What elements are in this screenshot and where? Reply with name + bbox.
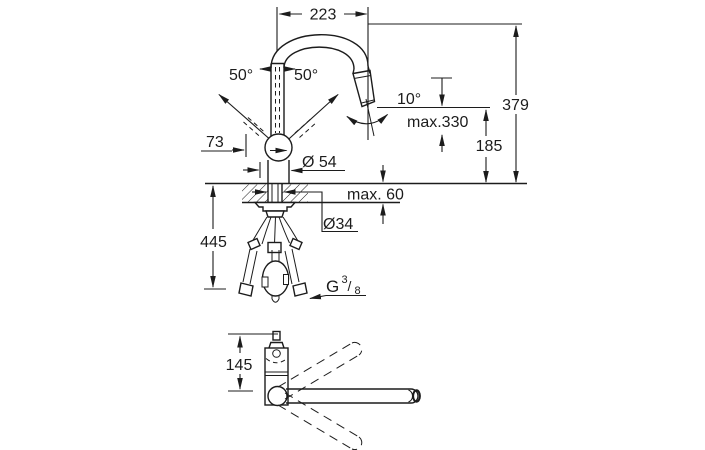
faucet-side-view — [205, 34, 527, 303]
hose-length-label: 445 — [200, 234, 227, 251]
top-view-dimensions: 145 — [226, 335, 253, 392]
deck-thickness-label: max. 60 — [347, 187, 404, 204]
dim-height-label: 379 — [502, 97, 529, 114]
thread-label-g: G — [326, 277, 339, 296]
spout-arc-outer — [270, 34, 369, 69]
hose-fitting-center — [267, 241, 282, 254]
supply-hose-right — [284, 248, 300, 285]
mounting-nut — [265, 210, 285, 218]
body-dia-label: Ø 54 — [302, 154, 337, 171]
dim-outlet-label: 185 — [476, 138, 503, 155]
hose-fitting-right — [289, 237, 303, 251]
lever-ghost-right — [294, 117, 318, 138]
lever-centerlines — [275, 67, 280, 133]
supply-hose-left — [242, 248, 258, 285]
hose-bundle — [251, 216, 299, 245]
lever-handle — [270, 62, 285, 136]
top-lever-tip — [272, 330, 281, 341]
top-spout-arm-endcap — [410, 388, 419, 404]
top-swing-arm-lower — [277, 392, 360, 450]
top-swing-arm-upper — [277, 342, 360, 400]
top-body-dashed-arc — [265, 358, 288, 364]
top-spout-arm — [286, 388, 411, 404]
top-swing-arm-lower-cap — [351, 436, 363, 450]
faucet-body — [267, 160, 290, 183]
top-spout-arm-inner-arc — [408, 389, 413, 403]
spout-arc-inner — [283, 46, 355, 70]
top-body-seam — [265, 371, 288, 376]
side-view-dimensions: 223 379 185 10° max.330 50° 50° 73 Ø 54 — [200, 7, 529, 300]
max-reach-label: max.330 — [407, 114, 468, 131]
swing-line-right — [285, 93, 339, 143]
shank-dia-label: Ø34 — [323, 216, 353, 233]
top-swing-arm-upper-cap — [351, 341, 363, 356]
mounting-flange — [253, 201, 297, 212]
top-dim-label: 145 — [226, 357, 253, 374]
top-spout-pivot — [267, 385, 288, 407]
spray-axis-tilted-line — [365, 98, 375, 137]
connector-nut-right — [292, 282, 308, 297]
spray-head — [352, 69, 376, 108]
top-lever-pivot — [272, 349, 281, 358]
dim-spray-angle-label: 10° — [397, 91, 421, 108]
ball-joint — [264, 133, 293, 162]
counterweight-tab-right — [283, 274, 289, 285]
thread-leader-arrow — [309, 293, 327, 300]
shank-dia-leader — [291, 191, 358, 233]
connector-nut-left — [238, 282, 254, 297]
hose-fitting-left — [247, 237, 261, 251]
thread-label-denominator: 8 — [355, 285, 361, 297]
counterweight-tab-left — [261, 276, 269, 288]
mounting-shank-thread — [271, 184, 279, 202]
faucet-top-view — [228, 330, 421, 450]
top-body-cap — [268, 341, 285, 349]
swing-right-label: 50° — [294, 67, 318, 84]
mounting-shank — [267, 184, 283, 202]
lever-ghost-left — [243, 117, 266, 138]
thread-label-slash: / — [348, 278, 352, 294]
counter-hatch-left — [242, 184, 268, 203]
thread-label-numerator: 3 — [342, 274, 348, 286]
counter-hatch-right — [282, 184, 308, 203]
swing-line-left — [218, 93, 274, 143]
swing-left-label: 50° — [229, 67, 253, 84]
lever-offset-label: 73 — [206, 134, 224, 151]
dim-projection-label: 223 — [310, 7, 337, 24]
spray-swivel-arc — [346, 113, 389, 126]
top-spout-outlet — [412, 389, 421, 403]
